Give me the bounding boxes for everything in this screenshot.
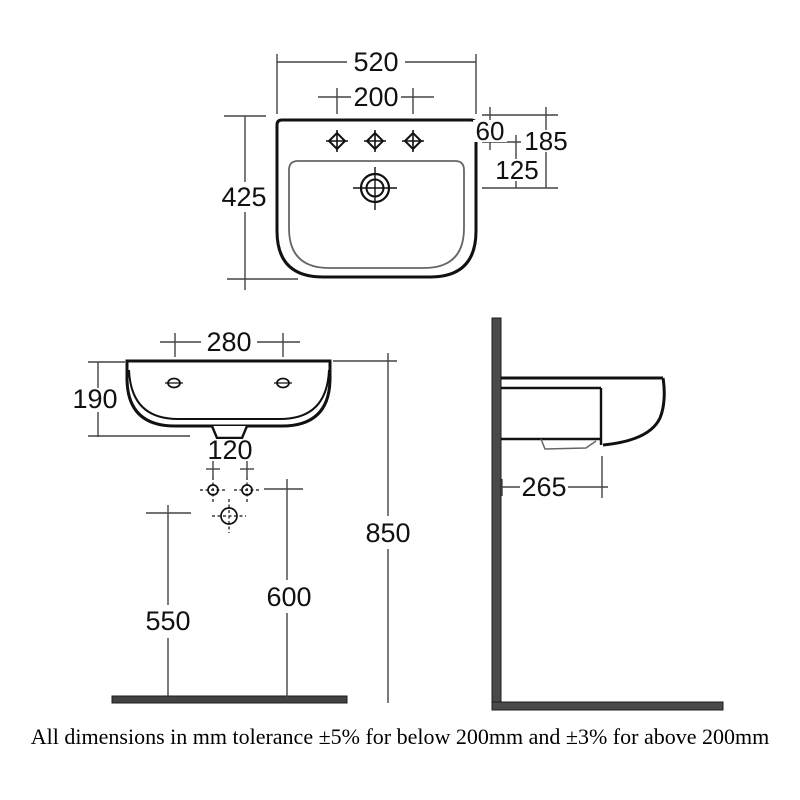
label-bg [364,522,412,544]
dim-600-label: 600 [266,582,311,612]
plan-view: 520 200 425 60 185 125 [220,47,570,290]
label-bg [205,331,253,353]
dim-200-label: 200 [353,82,398,112]
side-floor-line [491,701,724,711]
dim-125-label: 125 [495,155,538,185]
dim-60-label: 60 [476,116,505,146]
tap-hole-left-icon [326,130,348,152]
dim-265-label: 265 [521,472,566,502]
dim-850-label: 850 [365,518,410,548]
side-dimension-lines [501,456,608,498]
label-bg [520,476,568,498]
label-bg [352,51,400,73]
fixing-point-markers [200,477,260,533]
front-dimension-lines [88,333,397,703]
dim-190-label: 190 [72,384,117,414]
plan-basin-rim [275,118,478,279]
front-floor-line [111,695,348,704]
dim-425-label: 425 [221,182,266,212]
side-waste-outlet [540,438,597,450]
front-waste-outlet [210,425,249,440]
side-basin-profile [501,376,666,450]
drain-symbol [353,167,397,210]
dim-520-label: 520 [353,47,398,77]
side-wall-line [491,317,502,711]
tap-hole-symbols [326,130,424,152]
dim-120-label: 120 [207,435,252,465]
label-bg [71,388,119,410]
tap-hole-centre-icon [364,130,386,152]
front-fixing-holes [165,377,292,389]
dim-550-label: 550 [145,606,190,636]
front-basin-outline [125,359,332,428]
plan-inner-bowl [288,160,465,269]
label-bg [352,86,400,108]
label-bg [265,586,313,608]
label-bg [493,159,541,181]
tap-hole-right-icon [402,130,424,152]
front-view: 280 190 120 550 600 850 [71,327,412,704]
dim-185-label: 185 [524,126,567,156]
label-bg [144,610,192,632]
tolerance-note: All dimensions in mm tolerance ±5% for b… [30,724,770,749]
label-bg [220,186,268,208]
label-bg [206,439,254,461]
label-bg [473,120,507,142]
front-bowl-bottom-line [128,369,330,420]
side-view: 265 [491,317,724,711]
dim-280-label: 280 [206,327,251,357]
label-bg [522,130,570,152]
